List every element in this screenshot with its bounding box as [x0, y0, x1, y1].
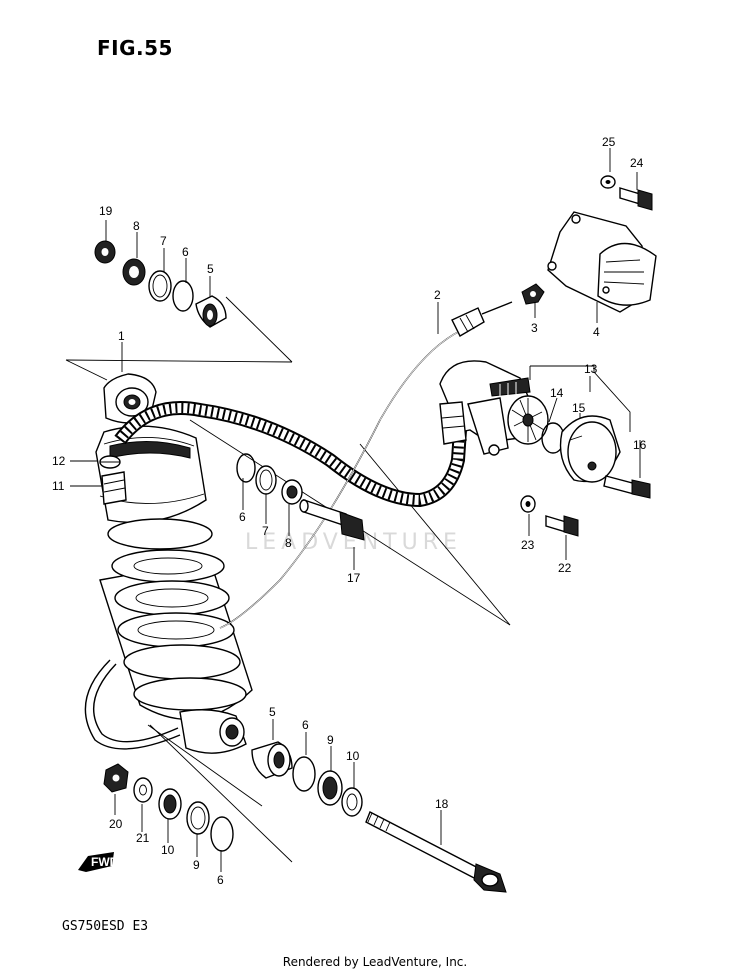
callout-6-lower-b: 6 — [217, 873, 224, 887]
part-19-nut — [94, 240, 116, 264]
callout-7-mid: 7 — [262, 524, 269, 538]
callout-10-lower-b: 10 — [161, 843, 175, 857]
part-12-clamp — [99, 455, 121, 469]
callout-21: 21 — [136, 831, 150, 845]
part-16-screw — [603, 475, 651, 499]
model-code: GS750ESD E3 — [62, 919, 149, 934]
callout-6-lower-a: 6 — [302, 718, 309, 732]
rendered-by-credit: Rendered by LeadVenture, Inc. — [282, 955, 468, 969]
part-8-collar-mid — [281, 479, 303, 505]
callout-7-upper: 7 — [160, 234, 167, 248]
callout-5-lower: 5 — [269, 705, 276, 719]
callout-3: 3 — [531, 321, 538, 335]
figure-title: FIG.55 — [97, 36, 173, 60]
callout-1: 1 — [118, 329, 125, 343]
part-23-washer — [520, 495, 536, 513]
callout-8-upper: 8 — [133, 219, 140, 233]
callout-6-upper: 6 — [182, 245, 189, 259]
part-6-oring-lower-a — [292, 756, 316, 792]
callout-23: 23 — [521, 538, 535, 552]
part-10-collar-lower-a — [341, 787, 363, 817]
part-17-bolt — [299, 499, 365, 541]
fwd-direction-badge: FWD — [78, 852, 119, 872]
callout-17: 17 — [347, 571, 361, 585]
part-24-bolt — [619, 187, 653, 211]
callout-4: 4 — [593, 325, 600, 339]
part-6-oring-upper — [172, 280, 194, 312]
part-14-dial-plate — [507, 395, 549, 445]
callout-10-lower-a: 10 — [346, 749, 360, 763]
part-21-washer — [133, 777, 153, 803]
part-9-seal-lower-b — [186, 801, 210, 835]
callout-5-upper: 5 — [207, 262, 214, 276]
part-9-seal-lower-a — [317, 770, 343, 806]
callout-6-mid: 6 — [239, 510, 246, 524]
callout-22: 22 — [558, 561, 572, 575]
part-5-bushing-upper — [195, 295, 227, 328]
callout-12: 12 — [52, 454, 66, 468]
part-3-fitting-nut — [521, 283, 545, 305]
callout-9-lower-a: 9 — [327, 733, 334, 747]
part-1-rear-shock-absorber — [84, 373, 253, 754]
part-11-hose-joint — [101, 471, 127, 505]
part-7-seal-mid — [255, 465, 277, 495]
part-20-nut — [103, 763, 129, 793]
part-6-oring-mid — [236, 453, 256, 483]
callout-11: 11 — [52, 479, 65, 493]
part-7-seal-upper — [148, 270, 172, 302]
callout-2: 2 — [434, 288, 441, 302]
part-18-bolt — [365, 811, 507, 893]
callout-20: 20 — [109, 817, 123, 831]
callout-25: 25 — [602, 135, 616, 149]
callout-19: 19 — [99, 204, 113, 218]
callout-13: 13 — [584, 362, 598, 376]
part-6-oring-lower-b — [210, 816, 234, 852]
callout-24: 24 — [630, 156, 644, 170]
part-16-adjuster-knob — [559, 415, 621, 483]
callout-18: 18 — [435, 797, 449, 811]
part-8-collar-upper — [122, 258, 146, 286]
damper-adjuster-hose — [114, 401, 467, 508]
callout-16: 16 — [633, 438, 647, 452]
part-5-bushing-lower — [251, 741, 293, 779]
callout-9-lower-b: 9 — [193, 858, 200, 872]
part-2-adjuster-cable — [219, 301, 513, 629]
part-25-washer — [600, 175, 616, 189]
part-10-collar-lower-b — [158, 788, 182, 820]
callout-14: 14 — [550, 386, 564, 400]
part-4-adjuster-bracket — [547, 211, 657, 313]
part-22-bolt — [545, 515, 579, 537]
callout-15: 15 — [572, 401, 586, 415]
callout-labels: 1 2 3 4 5 5 6 6 6 6 7 7 8 8 9 9 10 10 11… — [52, 135, 647, 887]
callout-8-mid: 8 — [285, 536, 292, 550]
fwd-badge-label: FWD — [91, 855, 119, 869]
